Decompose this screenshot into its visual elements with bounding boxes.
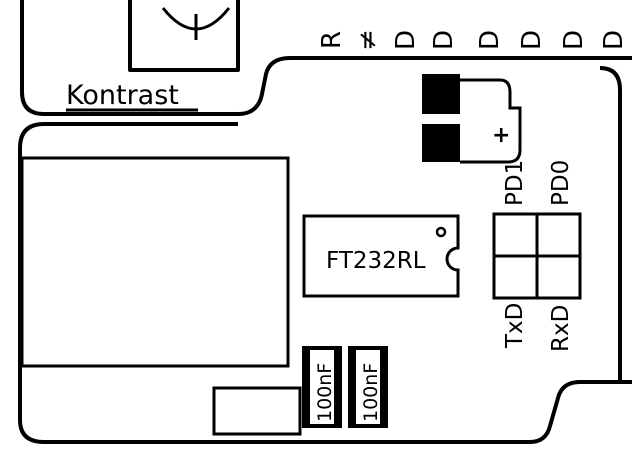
- led-label-pd0: PD0: [548, 160, 574, 206]
- pad-top: [422, 74, 460, 114]
- board-outline: [18, 122, 632, 444]
- led-label-rxd: RxD: [548, 305, 574, 352]
- capacitor-label: 100nF: [314, 363, 336, 422]
- polarized-component: +: [422, 74, 522, 164]
- header-pin-label: D: [517, 30, 547, 50]
- header-pin-label: R: [317, 31, 347, 49]
- capacitor-1: 100nF: [302, 346, 342, 428]
- chip-label: FT232RL: [326, 248, 426, 274]
- header-pin-label: D: [429, 30, 459, 50]
- capacitor-2: 100nF: [348, 346, 388, 428]
- contrast-area-outline: [20, 0, 632, 116]
- header-pin-label: D: [475, 30, 505, 50]
- board-outline-right: [599, 66, 622, 382]
- polarity-mark: +: [492, 123, 510, 148]
- led-label-txd: TxD: [502, 303, 528, 349]
- pad-bottom: [422, 124, 460, 162]
- header-pin-label: D: [599, 30, 629, 50]
- potentiometer-outline: [128, 0, 240, 72]
- header-pin-label: ≠: [353, 29, 383, 51]
- capacitor-label: 100nF: [360, 363, 382, 422]
- led-label-pd1: PD1: [502, 160, 528, 206]
- chip-pin1-marker: [435, 226, 447, 238]
- header-pin-label: D: [391, 30, 421, 50]
- header-pin-labels: R ≠ D D D D D D: [317, 29, 629, 51]
- header-pin-label: D: [559, 30, 589, 50]
- led-grid: [492, 212, 582, 300]
- resistor-footprint: [212, 386, 302, 436]
- component-outline: [460, 78, 522, 164]
- usb-connector-footprint: [20, 156, 290, 368]
- ft232rl-chip: [302, 214, 460, 298]
- contrast-label: Kontrast: [66, 80, 179, 111]
